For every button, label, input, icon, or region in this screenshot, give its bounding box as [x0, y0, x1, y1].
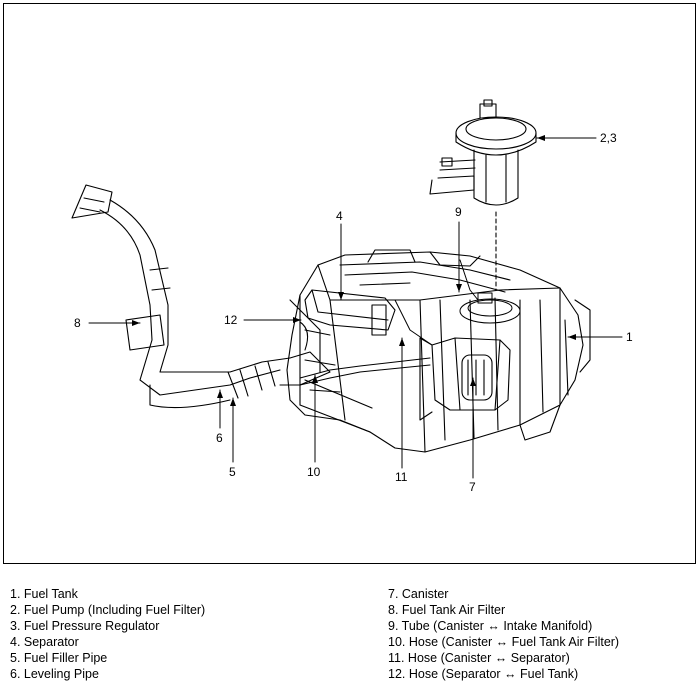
diagram-frame [3, 3, 696, 564]
legend-item: 1. Fuel Tank [10, 587, 78, 601]
fuel-pump-mount [459, 292, 521, 324]
leader-arrows [132, 135, 576, 406]
legend-item: 8. Fuel Tank Air Filter [388, 603, 506, 617]
callout-tube: 9 [455, 205, 462, 219]
callout-separator: 4 [336, 209, 343, 223]
callout-fuel-tank: 1 [626, 330, 633, 344]
legend-item: 12. Hose (Separator ↔ Fuel Tank) [388, 667, 579, 681]
callout-fuel-filler-pipe: 5 [229, 465, 236, 479]
legend-item: 3. Fuel Pressure Regulator [10, 619, 160, 633]
callout-hose-12: 12 [224, 313, 238, 327]
fuel-filler-pipe [71, 184, 331, 409]
legend-column-left: 1. Fuel Tank 2. Fuel Pump (Including Fue… [10, 586, 205, 682]
fuel-tank [286, 249, 591, 453]
callout-hose-10: 10 [307, 465, 321, 479]
callout-leveling-pipe: 6 [216, 431, 223, 445]
legend-column-right: 7. Canister 8. Fuel Tank Air Filter 9. T… [388, 586, 619, 682]
legend-item: 6. Leveling Pipe [10, 667, 99, 681]
legend-item: 7. Canister [388, 587, 449, 601]
fuel-system-illustration [71, 99, 623, 479]
legend-item: 11. Hose (Canister ↔ Separator) [388, 651, 570, 665]
separator [304, 289, 396, 336]
callout-fuel-pump-regulator: 2,3 [600, 131, 617, 145]
legend-item: 10. Hose (Canister ↔ Fuel Tank Air Filte… [388, 635, 620, 649]
legend-item: 9. Tube (Canister ↔ Intake Manifold) [388, 619, 593, 633]
legend-item: 5. Fuel Filler Pipe [10, 651, 108, 665]
parts-legend: 1. Fuel Tank 2. Fuel Pump (Including Fue… [0, 586, 700, 696]
callout-hose-11: 11 [395, 470, 408, 484]
legend-item: 4. Separator [10, 635, 79, 649]
legend-item: 2. Fuel Pump (Including Fuel Filter) [10, 603, 206, 617]
leader-lines [88, 137, 623, 479]
callout-air-filter: 8 [74, 316, 81, 330]
callout-canister: 7 [469, 480, 476, 494]
fuel-pump-module [429, 99, 537, 291]
